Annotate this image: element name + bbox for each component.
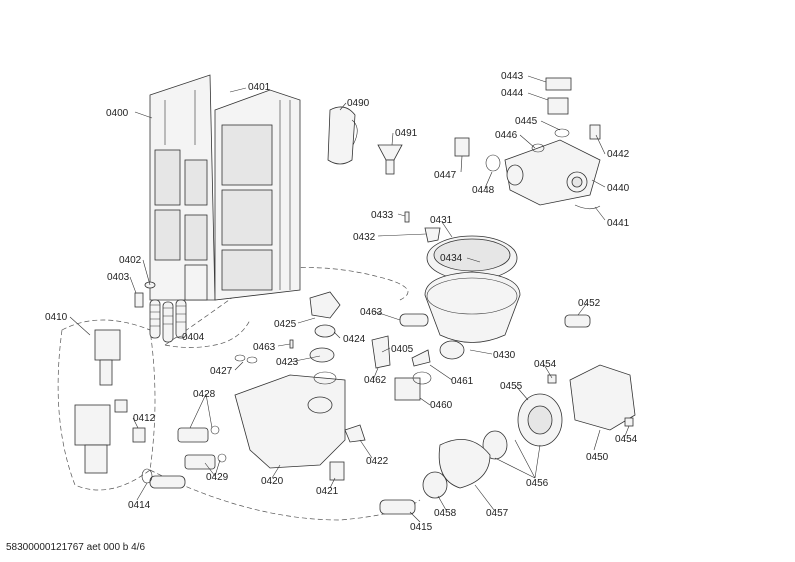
label-0410: 0410 [45,312,68,323]
part-0420-water-tank [234,371,366,481]
label-0447: 0447 [434,170,457,181]
label-0491: 0491 [395,128,418,139]
label-0442: 0442 [607,149,630,160]
label-0433: 0433 [371,210,394,221]
label-0454-b: 0454 [615,434,638,445]
label-0423: 0423 [276,357,299,368]
label-0444: 0444 [501,88,524,99]
label-0434: 0434 [440,253,463,264]
label-0428: 0428 [193,389,216,400]
part-0440-pump-assembly [454,77,601,210]
label-0401: 0401 [248,82,271,93]
label-0443: 0443 [501,71,524,82]
part-0414-hose [141,468,186,489]
label-0432: 0432 [353,232,376,243]
label-0405: 0405 [391,344,414,355]
label-0448: 0448 [472,185,495,196]
label-0403: 0403 [107,272,130,283]
part-0491-funnel [377,144,403,175]
label-0422: 0422 [366,456,389,467]
part-0450-circulation-pump [379,314,636,515]
label-0455: 0455 [500,381,523,392]
part-0430-sump [404,211,521,360]
label-0425: 0425 [274,319,297,330]
label-0430: 0430 [493,350,516,361]
label-0415: 0415 [410,522,433,533]
label-0461: 0461 [451,376,474,387]
label-0424: 0424 [343,334,366,345]
label-0490: 0490 [347,98,370,109]
document-footer-code: 58300000121767 aet 000 b 4/6 [6,542,146,553]
part-0402-0404-hoses [134,281,187,343]
label-0454-a: 0454 [534,359,557,370]
label-0446: 0446 [495,130,518,141]
part-labels: 0400 0401 0490 0491 0443 0444 0445 0446 … [45,71,638,533]
part-0410-valve-assembly [74,329,146,474]
label-0404: 0404 [182,332,205,343]
label-0414: 0414 [128,500,151,511]
label-0450: 0450 [586,452,609,463]
label-0462: 0462 [364,375,387,386]
label-0463-a: 0463 [360,307,383,318]
label-0458: 0458 [434,508,457,519]
label-0421: 0421 [316,486,339,497]
part-0423-0427-seals [234,291,341,364]
part-0401-back-panel [214,89,301,301]
label-0402: 0402 [119,255,142,266]
part-0460-0463-heater-parts [371,313,432,401]
label-0456: 0456 [526,478,549,489]
label-0452: 0452 [578,298,601,309]
label-0420: 0420 [261,476,284,487]
label-0460: 0460 [430,400,453,411]
label-0463-b: 0463 [253,342,276,353]
part-0400-panel [149,74,216,301]
label-0445: 0445 [515,116,538,127]
label-0441: 0441 [607,218,630,229]
label-0457: 0457 [486,508,509,519]
leader-lines [69,75,630,523]
label-0400: 0400 [106,108,129,119]
label-0429: 0429 [206,472,229,483]
label-0440: 0440 [607,183,630,194]
label-0412: 0412 [133,413,156,424]
label-0431: 0431 [430,215,453,226]
part-0428-0429-valves [177,425,227,470]
label-0427: 0427 [210,366,233,377]
part-0490-jug [327,106,358,165]
